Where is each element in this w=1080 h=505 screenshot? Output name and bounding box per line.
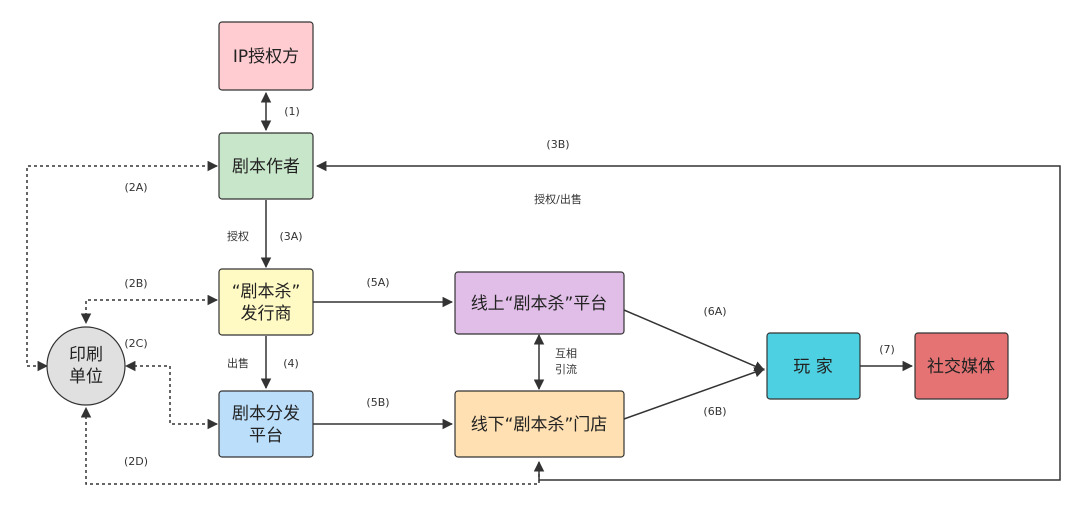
- label-5a: (5A): [366, 276, 389, 289]
- label-2c: (2C): [124, 337, 147, 350]
- label-2b: (2B): [124, 277, 147, 290]
- label-1: (1): [284, 105, 300, 118]
- arrow-offline-player: [623, 367, 765, 420]
- connectors: [26, 91, 1061, 485]
- edge-labels: (1) (3B) 授权/出售 (2A) 授权 (3A) (2B) (5A) (2…: [124, 105, 895, 468]
- label-license-sell: 授权/出售: [534, 192, 582, 206]
- arrow-offline-printing: [80, 406, 540, 485]
- arrow-loop-author-offline: [315, 160, 1061, 481]
- arrow-author-printing: [26, 160, 219, 372]
- label-6b: (6B): [703, 405, 726, 418]
- label-mutual-1: 互相: [555, 347, 577, 360]
- arrow-online-player: [623, 309, 765, 372]
- node-distribution-line2: 平台: [249, 426, 283, 446]
- node-publisher-line1: “剧本杀”: [232, 282, 301, 302]
- node-printing-line1: 印刷: [69, 345, 103, 365]
- node-printing-unit: 印刷 单位: [46, 326, 126, 406]
- node-ip-label: IP授权方: [233, 47, 299, 67]
- node-publisher-line2: 发行商: [241, 304, 292, 324]
- node-social-media: 社交媒体: [914, 332, 1009, 400]
- label-3b: (3B): [546, 138, 569, 151]
- arrow-publisher-printing: [80, 294, 219, 325]
- label-4: (4): [283, 357, 299, 370]
- label-7: (7): [879, 343, 895, 356]
- node-offline-store: 线下“剧本杀”门店: [454, 390, 625, 458]
- label-3a: (3A): [279, 230, 302, 243]
- label-6a: (6A): [703, 305, 726, 318]
- arrow-distribution-printing: [124, 360, 219, 430]
- node-online-platform: 线上“剧本杀”平台: [454, 271, 625, 335]
- node-publisher: “剧本杀” 发行商: [218, 268, 314, 336]
- node-author-label: 剧本作者: [232, 157, 300, 177]
- node-offline-label: 线下“剧本杀”门店: [471, 415, 608, 435]
- node-script-author: 剧本作者: [218, 132, 314, 200]
- label-5b: (5B): [366, 396, 389, 409]
- node-printing-line2: 单位: [69, 367, 103, 387]
- node-player: 玩 家: [766, 332, 861, 400]
- node-distribution-platform: 剧本分发 平台: [218, 390, 314, 458]
- label-mutual-2: 引流: [555, 362, 577, 376]
- node-online-label: 线上“剧本杀”平台: [471, 294, 608, 314]
- label-sell: 出售: [227, 356, 249, 370]
- label-2a: (2A): [124, 181, 147, 194]
- label-2d: (2D): [124, 455, 148, 468]
- node-social-label: 社交媒体: [927, 357, 995, 377]
- label-license: 授权: [227, 229, 249, 243]
- node-player-label: 玩 家: [793, 357, 832, 377]
- node-ip-licensor: IP授权方: [218, 21, 314, 91]
- node-distribution-line1: 剧本分发: [232, 404, 300, 424]
